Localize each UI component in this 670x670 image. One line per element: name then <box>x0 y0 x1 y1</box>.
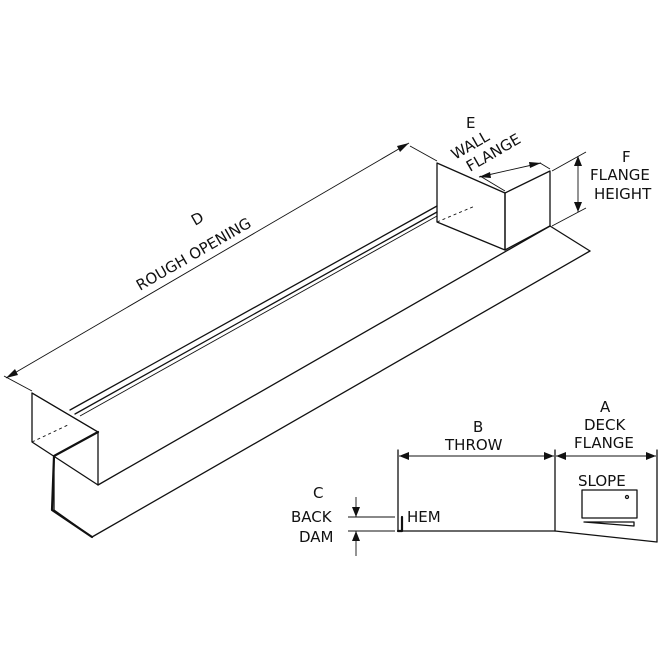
e-arrow-right <box>529 162 541 168</box>
slope-label: SLOPE <box>578 472 626 490</box>
pan-front-top-edge <box>97 225 551 486</box>
dimension-flange-height: F FLANGE HEIGHT <box>551 148 652 227</box>
pan-front-bottom-edge <box>91 250 591 538</box>
a-label-line2: FLANGE <box>574 434 634 452</box>
b-arrow-right <box>544 452 554 460</box>
slope-block-dot <box>624 494 630 500</box>
f-arrow-bottom <box>574 202 582 212</box>
right-wall-hidden-edge <box>436 205 476 223</box>
b-label: THROW <box>444 436 503 454</box>
dimension-wall-flange: E WALL FLANGE <box>448 114 551 192</box>
dimension-rough-opening: D ROUGH OPENING <box>3 142 438 392</box>
dimension-deck-flange: A DECK FLANGE <box>556 398 656 460</box>
profile-section-view: SLOPE HEM <box>396 449 658 543</box>
d-arrow-left <box>6 369 18 378</box>
pan-back-inner-edge-2 <box>79 215 438 417</box>
a-label-line1: DECK <box>584 416 627 434</box>
c-arrow-bottom <box>352 531 360 541</box>
b-arrow-left <box>399 452 409 460</box>
f-label-line2: HEIGHT <box>594 185 652 203</box>
c-label-line2: DAM <box>299 528 334 546</box>
c-letter: C <box>313 484 323 502</box>
d-label: ROUGH OPENING <box>133 214 254 294</box>
a-arrow-left <box>556 452 566 460</box>
b-letter: B <box>473 418 483 436</box>
left-wall-flange-corner <box>31 392 99 538</box>
left-wall-hidden-edge <box>31 423 71 443</box>
c-label-line1: BACK <box>291 508 333 526</box>
f-label-line1: FLANGE <box>590 166 650 184</box>
d-arrow-right <box>397 143 409 152</box>
f-letter: F <box>622 148 631 166</box>
f-arrow-top <box>574 156 582 166</box>
e-extension-right <box>539 162 551 170</box>
f-extension-bottom <box>551 207 587 227</box>
d-extension-left <box>3 375 33 392</box>
pan-back-inner-edge <box>74 211 438 415</box>
hem-label: HEM <box>407 508 441 526</box>
slope-block <box>581 489 638 519</box>
d-extension-right <box>409 145 438 162</box>
right-wall-flange-left-panel <box>436 162 506 251</box>
e-extension-left <box>479 175 506 192</box>
e-arrow-left <box>479 172 491 178</box>
dimension-throw: B THROW <box>399 418 554 460</box>
e-letter: E <box>466 114 475 132</box>
slope-wedge <box>583 521 635 527</box>
d-letter: D <box>188 208 207 229</box>
f-extension-top <box>551 151 587 172</box>
c-arrow-top <box>352 507 360 517</box>
profile-deck-flange <box>554 449 658 543</box>
a-arrow-right <box>646 452 656 460</box>
a-letter: A <box>600 398 611 416</box>
isometric-sill-pan <box>31 162 591 539</box>
dimension-back-dam: C BACK DAM <box>291 484 395 556</box>
d-dimension-line <box>5 142 410 379</box>
pan-front-end-edge <box>549 225 591 252</box>
pan-back-top-edge <box>69 205 438 411</box>
back-dam-profile <box>50 430 100 539</box>
